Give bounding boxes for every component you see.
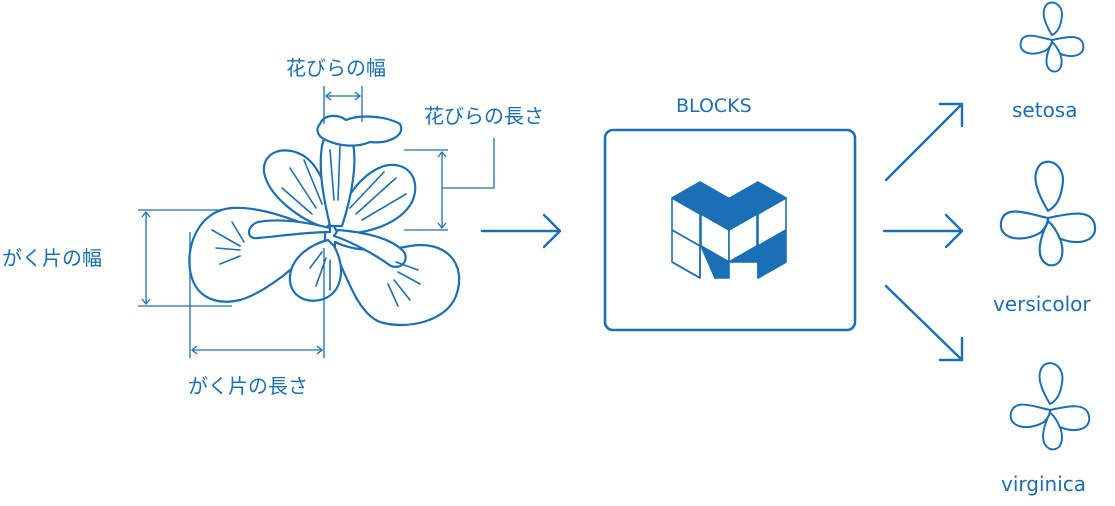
class-label-virginica: virginica — [1001, 472, 1086, 496]
iris-flower-illustration — [188, 114, 461, 326]
flower-setosa-icon — [1019, 1, 1085, 73]
measurement-guides — [138, 86, 495, 358]
style-arm-right — [332, 228, 407, 268]
petal-lower — [288, 238, 342, 302]
cubes-logo-icon — [671, 181, 787, 279]
flower-versicolor-icon — [999, 160, 1097, 267]
label-sepal-width: がく片の幅 — [2, 246, 102, 270]
petal-upper-right — [332, 163, 417, 236]
flower-veins — [211, 145, 421, 307]
label-petal-width: 花びらの幅 — [286, 56, 386, 80]
class-label-versicolor: versicolor — [993, 292, 1091, 316]
style-arm-left — [247, 219, 332, 240]
arrows-model-to-classes — [882, 102, 964, 362]
class-label-setosa: setosa — [1012, 98, 1078, 122]
label-sepal-length: がく片の長さ — [188, 374, 308, 398]
arrow-input-to-model — [480, 213, 562, 249]
model-title: BLOCKS — [676, 95, 752, 117]
flower-virginica-icon — [1009, 362, 1091, 451]
petal-top-cap — [316, 114, 403, 147]
label-petal-length: 花びらの長さ — [424, 104, 544, 128]
